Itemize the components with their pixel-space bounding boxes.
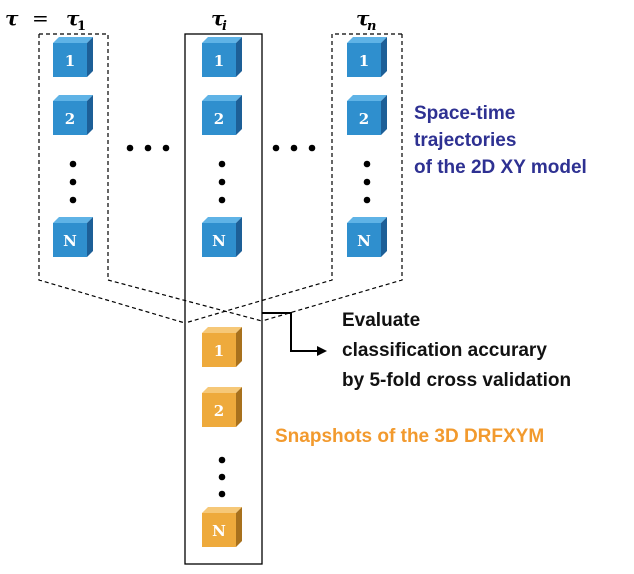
cube-side-face (236, 387, 242, 427)
cube-front-face (53, 223, 87, 257)
horizontal-ellipsis-left (126, 144, 170, 152)
cube-top-face (202, 387, 242, 393)
trajectory-cube-col1-2: 2 (53, 95, 93, 135)
cube-side-face (87, 217, 93, 257)
cube-front-face (202, 333, 236, 367)
cube-front-face (202, 43, 236, 77)
tau-n-subscript: n (367, 19, 376, 34)
cube-front-face (202, 223, 236, 257)
evaluation-caption: Evaluate classification accurary by 5-fo… (342, 310, 571, 391)
cube-top-face (53, 217, 93, 223)
tau-1-subscript: 1 (77, 19, 86, 34)
cube-top-face (202, 95, 242, 101)
cube-top-face (202, 217, 242, 223)
evaluation-caption-line-2: classification accurary (342, 340, 547, 361)
snapshot-cube-snap-2: 2 (202, 387, 242, 427)
cube-top-face (347, 95, 387, 101)
evaluate-arrow (262, 312, 327, 356)
snapshot-cube-snap-1: 1 (202, 327, 242, 367)
trajectory-caption-line-2: trajectories (414, 130, 516, 151)
cube-side-face (236, 217, 242, 257)
cube-label: 2 (214, 402, 224, 420)
cube-side-face (381, 95, 387, 135)
tau-symbol: τ (5, 6, 19, 30)
right-trajectory-box-outer (261, 34, 403, 322)
cube-side-face (87, 37, 93, 77)
left-trajectory-box-outer (38, 34, 186, 324)
cube-top-face (53, 95, 93, 101)
cube-top-face (202, 327, 242, 333)
cube-label: N (212, 522, 226, 540)
cube-side-face (381, 217, 387, 257)
cube-side-face (236, 327, 242, 367)
cube-label: 1 (214, 342, 224, 360)
cube-front-face (347, 101, 381, 135)
cube-label: N (212, 232, 226, 250)
snapshot-caption: Snapshots of the 3D DRFXYM (275, 426, 544, 447)
trajectory-cube-col3-1: 1 (347, 37, 387, 77)
center-column-box (184, 33, 263, 565)
cube-front-face (53, 101, 87, 135)
cube-side-face (87, 95, 93, 135)
cube-front-face (347, 223, 381, 257)
trajectory-cube-col2-2: 2 (202, 95, 242, 135)
evaluation-caption-line-1: Evaluate (342, 310, 420, 331)
trajectory-caption-line-1: Space-time (414, 103, 515, 124)
cube-top-face (202, 37, 242, 43)
cube-top-face (202, 507, 242, 513)
evaluation-caption-line-3: by 5-fold cross validation (342, 370, 571, 391)
trajectory-cube-col2-3: N (202, 217, 242, 257)
cube-front-face (202, 393, 236, 427)
vertical-ellipsis-col1 (69, 160, 77, 204)
snapshot-cube-snap-3: N (202, 507, 242, 547)
equals-sign: = (32, 6, 49, 30)
vertical-ellipsis-col2 (218, 160, 226, 204)
tau-n-symbol: τ (356, 6, 370, 30)
cube-front-face (347, 43, 381, 77)
cube-label: 1 (214, 52, 224, 70)
cube-front-face (53, 43, 87, 77)
cube-label: 2 (65, 110, 75, 128)
cube-side-face (381, 37, 387, 77)
cube-front-face (202, 513, 236, 547)
cube-top-face (53, 37, 93, 43)
cube-side-face (236, 37, 242, 77)
tau-i-symbol: τ (211, 6, 225, 30)
trajectory-caption-line-3: of the 2D XY model (414, 157, 587, 178)
cube-side-face (236, 507, 242, 547)
cube-label: N (63, 232, 77, 250)
cube-front-face (202, 101, 236, 135)
cube-label: 1 (359, 52, 369, 70)
trajectory-cube-col1-1: 1 (53, 37, 93, 77)
tau-i-subscript: i (222, 19, 227, 34)
vertical-ellipsis-snapshots (218, 456, 226, 498)
vertical-ellipsis-col3 (363, 160, 371, 204)
left-trajectory-box-inner (39, 33, 263, 322)
trajectory-caption: Space-time trajectories of the 2D XY mod… (414, 103, 587, 178)
cube-top-face (347, 37, 387, 43)
cube-label: 1 (65, 52, 75, 70)
cube-label: 2 (214, 110, 224, 128)
trajectory-cube-col2-1: 1 (202, 37, 242, 77)
trajectory-cube-col1-3: N (53, 217, 93, 257)
cube-label: N (357, 232, 371, 250)
trajectory-cube-col3-2: 2 (347, 95, 387, 135)
cube-top-face (347, 217, 387, 223)
horizontal-ellipsis-right (272, 144, 316, 152)
cube-side-face (236, 95, 242, 135)
trajectory-cube-col3-3: N (347, 217, 387, 257)
right-trajectory-box-inner (184, 33, 402, 324)
cube-label: 2 (359, 110, 369, 128)
tau-1-symbol: τ (66, 6, 80, 30)
